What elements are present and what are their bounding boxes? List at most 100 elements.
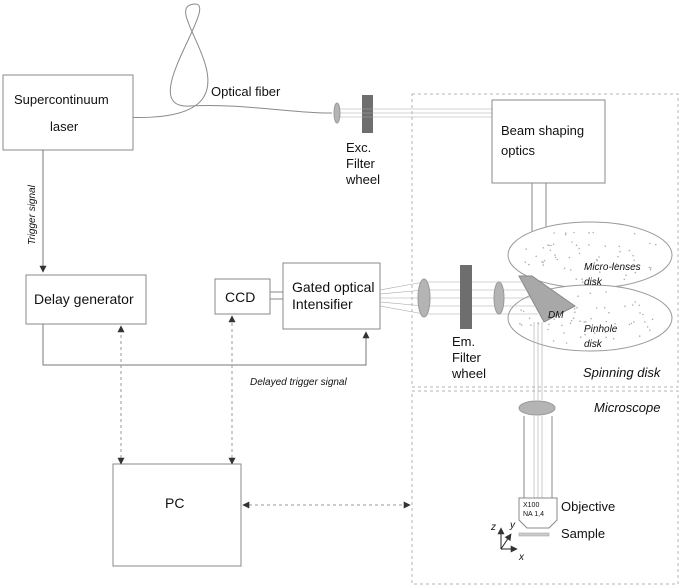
microscope-region	[411, 390, 679, 585]
beam-shaping-label-line2: optics	[501, 143, 535, 158]
disk-dot	[520, 324, 523, 326]
disk-dot	[522, 310, 525, 313]
disk-dot	[542, 261, 544, 264]
disk-dot	[614, 322, 616, 325]
sample-label: Sample	[561, 526, 605, 541]
disk-dot	[552, 340, 555, 342]
disk-dot	[589, 292, 592, 295]
microscope-beam	[523, 322, 553, 498]
disk-dot	[573, 308, 576, 310]
disk-dot	[570, 269, 572, 271]
disk-dot	[649, 242, 651, 245]
disk-dot	[576, 306, 578, 309]
disk-dot	[553, 318, 555, 321]
xyz-axes	[497, 527, 518, 553]
disk-dot	[581, 281, 584, 283]
disk-dot	[564, 233, 567, 236]
disk-dot	[590, 317, 592, 320]
disk-dot	[648, 266, 651, 269]
gated-intensifier-label-line2: Intensifier	[292, 296, 353, 312]
disk-dot	[624, 305, 626, 308]
disk-dot	[569, 322, 572, 325]
disk-dot	[633, 232, 636, 235]
disk-dot	[571, 241, 573, 243]
disk-dot	[646, 326, 649, 328]
laser-label-line1: Supercontinuum	[14, 92, 109, 107]
disk-dot	[649, 329, 651, 332]
disk-dot	[574, 311, 576, 314]
disk-dot	[530, 324, 532, 327]
disk-dot	[619, 250, 621, 253]
disk-dot	[618, 245, 621, 248]
disk-dot	[604, 245, 606, 247]
disk-dot	[579, 336, 582, 339]
ccd-box	[214, 278, 271, 315]
dichroic-mirror	[518, 275, 576, 323]
microscope-label: Microscope	[594, 400, 660, 415]
emission-beam	[379, 281, 538, 315]
disk-dot	[592, 231, 594, 234]
disk-dot	[623, 278, 626, 281]
disk-dot	[520, 309, 522, 312]
disk-dot	[563, 267, 566, 270]
disk-dot	[525, 248, 527, 250]
disk-dot	[550, 244, 552, 247]
disk-dot	[624, 267, 626, 269]
disk-dot	[631, 304, 634, 306]
sample-slide	[518, 532, 550, 537]
disk-dot	[554, 256, 557, 259]
pc-label: PC	[165, 495, 184, 511]
disk-dot	[528, 263, 530, 266]
disk-dot	[605, 320, 608, 323]
disk-dot	[570, 320, 573, 322]
beam-shaping-box	[491, 99, 606, 184]
pc-box	[112, 463, 242, 567]
disk-dot	[633, 321, 635, 323]
disk-dot	[605, 336, 607, 339]
axis-x-label: x	[518, 552, 525, 563]
disk-dot	[563, 332, 565, 334]
optical-fiber-label: Optical fiber	[211, 84, 281, 99]
delay-generator-label: Delay generator	[34, 291, 134, 307]
disk-dot	[548, 323, 550, 326]
em-filter-label-line2: Filter	[452, 350, 482, 365]
delay-generator-box	[25, 274, 147, 325]
em-filter-label-line3: wheel	[451, 366, 486, 381]
disk-dot	[572, 317, 575, 320]
disk-dot	[542, 264, 545, 266]
disk-dot	[586, 267, 588, 270]
disk-dot	[595, 341, 598, 343]
disk-dot	[638, 304, 641, 307]
delayed-trigger-line	[42, 324, 370, 366]
disk-dot	[650, 267, 652, 269]
gated-intensifier-box	[282, 262, 381, 330]
disk-dot	[577, 295, 579, 298]
ccd-label: CCD	[225, 289, 255, 305]
tube-lens	[518, 400, 556, 416]
disk-dot	[578, 252, 581, 255]
disk-dot	[565, 342, 568, 344]
disk-dot	[556, 258, 559, 261]
disk-dot	[608, 311, 610, 314]
em-filter-wheel	[460, 265, 472, 329]
disk-dot	[535, 255, 537, 258]
disk-dot	[524, 261, 527, 263]
disk-dot	[568, 256, 571, 259]
disk-dot	[597, 279, 600, 282]
disk-dot	[599, 271, 601, 273]
disk-dot	[554, 254, 556, 256]
disk-dot	[628, 323, 631, 326]
dm-label: DM	[548, 310, 564, 321]
disk-dot	[588, 244, 590, 246]
disk-dot	[649, 269, 652, 271]
disk-dot	[583, 321, 585, 323]
disk-dot	[651, 318, 654, 321]
microlens-label-line1: Micro-lenses	[584, 262, 641, 273]
disk-dot	[528, 317, 531, 320]
disk-dot	[579, 320, 581, 323]
disk-dot	[639, 312, 641, 314]
disk-dot	[625, 274, 627, 277]
disk-dot	[547, 244, 549, 246]
disk-dot	[617, 255, 619, 258]
disk-dot	[575, 278, 578, 280]
